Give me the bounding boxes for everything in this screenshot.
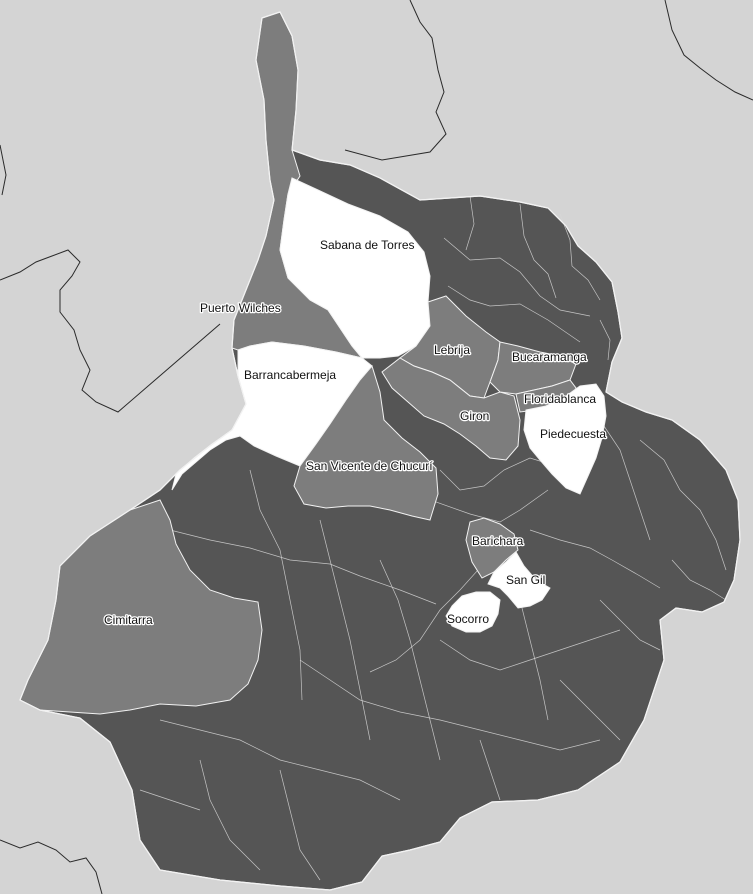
label-san-vicente-de-chucuri: San Vicente de Chucurí xyxy=(306,459,433,473)
label-lebrija: Lebrija xyxy=(434,343,470,357)
region-san-gil[interactable] xyxy=(487,551,551,609)
label-giron: Giron xyxy=(460,409,489,423)
region-giron[interactable] xyxy=(381,357,521,461)
label-floridablanca: Floridablanca xyxy=(524,392,596,406)
region-san-vicente-de-chucuri[interactable] xyxy=(293,364,439,521)
labels: Sabana de Torres Puerto Wilches Barranca… xyxy=(103,237,608,629)
label-barichara: Barichara xyxy=(472,534,524,548)
department-outline xyxy=(19,11,741,891)
label-socorro: Socorro xyxy=(447,612,489,626)
region-socorro[interactable] xyxy=(445,591,501,633)
label-cimitarra: Cimitarra xyxy=(104,613,153,627)
region-sabana-de-torres[interactable] xyxy=(279,177,431,359)
label-barrancabermeja: Barrancabermeja xyxy=(244,368,336,382)
label-puerto-wilches: Puerto Wilches xyxy=(200,301,281,315)
label-piedecuesta: Piedecuesta xyxy=(540,427,606,441)
label-bucaramanga: Bucaramanga xyxy=(512,350,587,364)
label-sabana-de-torres: Sabana de Torres xyxy=(320,238,415,252)
label-san-gil: San Gil xyxy=(506,573,545,587)
municipalities xyxy=(19,11,607,715)
region-piedecuesta[interactable] xyxy=(523,383,607,495)
region-barichara[interactable] xyxy=(465,517,519,579)
